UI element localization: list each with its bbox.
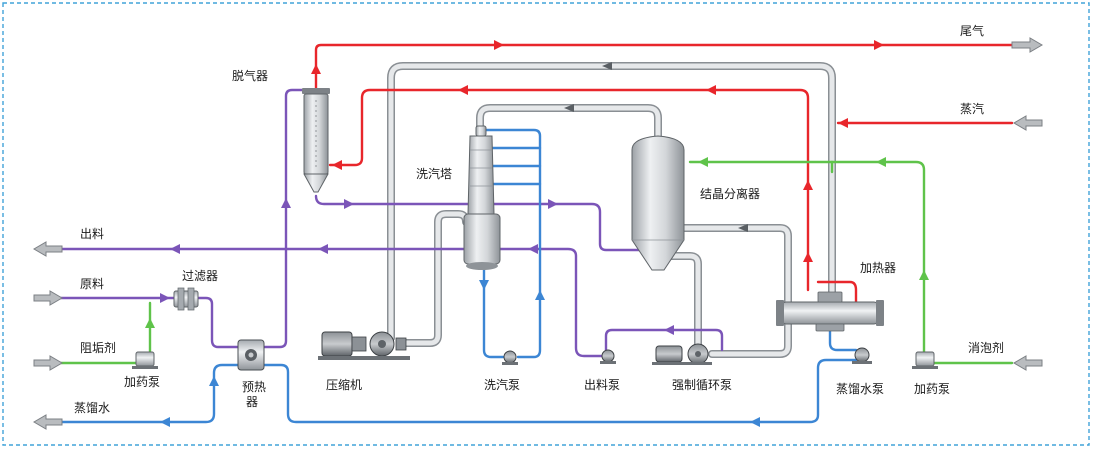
distilled-water-outlet-arrow xyxy=(33,414,63,430)
forced-circulation-pump xyxy=(652,343,712,365)
dosing-pump-left xyxy=(132,351,158,369)
discharge-pump xyxy=(600,349,616,364)
crystal-separator xyxy=(631,135,685,271)
dosing-pump-right-label: 加药泵 xyxy=(914,382,950,396)
steam-lines xyxy=(314,43,1014,304)
distilled-water-pump-label: 蒸馏水泵 xyxy=(836,382,884,396)
crystal-separator-label: 结晶分离器 xyxy=(700,186,760,201)
wash-tower-label: 洗汽塔 xyxy=(416,166,452,181)
deaerator xyxy=(302,88,330,193)
compressor-label: 压缩机 xyxy=(326,377,362,392)
forced-circulation-pump-label: 强制循环泵 xyxy=(672,378,732,392)
filter-label: 过滤器 xyxy=(182,269,218,283)
heater xyxy=(776,291,884,332)
flow-direction-arrows xyxy=(145,40,929,427)
filter xyxy=(173,287,199,311)
steam-inlet-arrow xyxy=(1013,115,1043,131)
dosing-pump-right xyxy=(912,351,938,369)
wash-pump xyxy=(502,350,518,365)
discharge-outlet-arrow xyxy=(33,241,63,257)
dosing-pump-left-label: 加药泵 xyxy=(124,375,160,389)
distilled-water-label: 蒸馏水 xyxy=(74,401,110,415)
compressor xyxy=(318,331,410,360)
wash-tower xyxy=(463,125,501,270)
distilled-water-pump xyxy=(852,347,872,364)
tail-gas-label: 尾气 xyxy=(960,23,984,38)
antiscalant-inlet-arrow xyxy=(33,355,63,371)
defoamer-inlet-arrow xyxy=(1013,355,1043,371)
heater-label: 加热器 xyxy=(860,261,896,275)
preheater-label-line2: 器 xyxy=(246,395,258,409)
io-arrows xyxy=(33,37,1043,430)
raw-material-label: 原料 xyxy=(80,277,104,291)
labels: 尾气 蒸汽 脱气器 洗汽塔 结晶分离器 加热器 出料 原料 过滤器 阻垢剂 加药… xyxy=(74,23,1004,415)
deaerator-label: 脱气器 xyxy=(232,68,268,83)
raw-material-inlet-arrow xyxy=(33,290,63,306)
preheater xyxy=(237,339,265,371)
tail-gas-outlet-arrow xyxy=(1011,37,1043,53)
discharge-pump-label: 出料泵 xyxy=(584,378,620,392)
preheater-label-line1: 预热 xyxy=(242,380,266,394)
discharge-label: 出料 xyxy=(80,227,104,241)
defoamer-label: 消泡剂 xyxy=(968,340,1004,355)
steam-label: 蒸汽 xyxy=(960,101,984,116)
wash-pump-label: 洗汽泵 xyxy=(484,377,520,392)
antiscalant-label: 阻垢剂 xyxy=(80,340,116,355)
vapor-pipes xyxy=(387,62,836,358)
water-lines xyxy=(58,128,858,424)
